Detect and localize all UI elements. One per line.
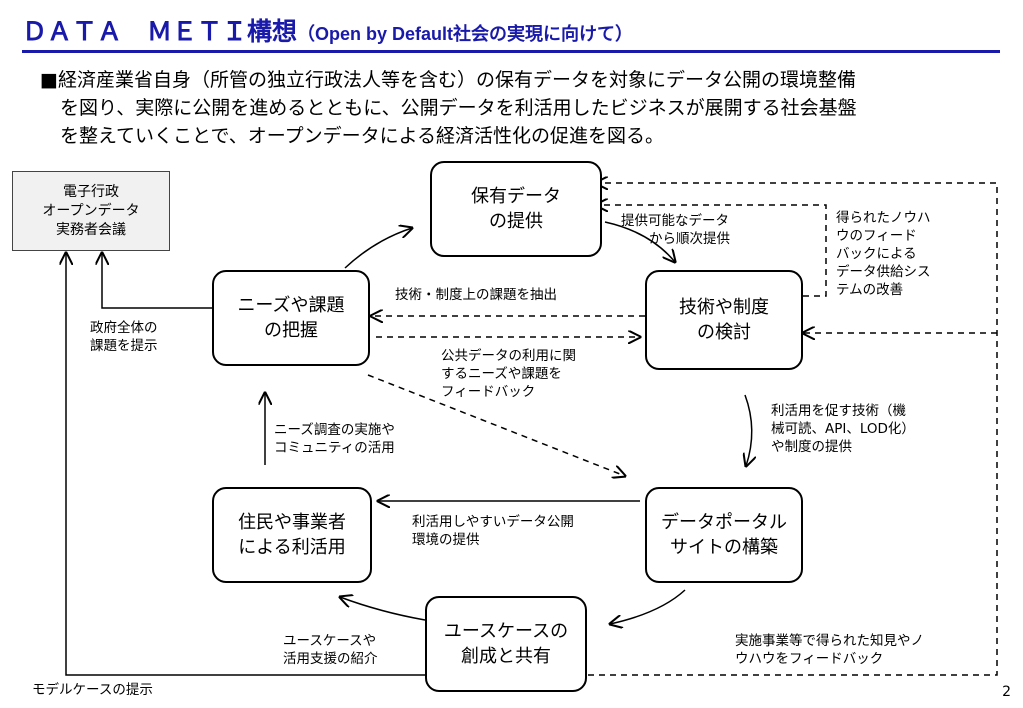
arrow-usecase-to-residents <box>340 597 426 621</box>
arrow-needs-to-meeting <box>102 253 212 309</box>
label-survey-line-1: ニーズ調査の実施や <box>274 422 395 438</box>
node-needs-line-1: ニーズや課題 <box>237 295 345 316</box>
label-promote-line-3: や制度の提供 <box>771 439 852 455</box>
page-number: 2 <box>1002 684 1011 700</box>
arrow-model-case <box>66 253 425 676</box>
label-knowhow-line-4: データ供給シス <box>836 264 931 280</box>
label-model-case: モデルケースの提示 <box>32 682 153 698</box>
label-promote-tech: 利活用を促す技術（機 械可読、API、LOD化） や制度の提供 <box>771 402 915 456</box>
label-promote-line-1: 利活用を促す技術（機 <box>771 403 906 419</box>
label-env-line-1: 利活用しやすいデータ公開 <box>412 514 574 530</box>
label-needs-feedback-line-3: フィードバック <box>441 384 536 400</box>
label-usecase-intro: ユースケースや 活用支援の紹介 <box>283 632 378 668</box>
label-needs-survey: ニーズ調査の実施や コミュニティの活用 <box>274 421 395 457</box>
title-main: ＤＡＴＡ ＭＥＴＩ構想 <box>22 17 298 46</box>
node-usecase: ユースケースの創成と共有 <box>425 596 587 692</box>
node-portal-line-1: データポータル <box>661 512 787 533</box>
egov-opendata-meeting-box: 電子行政 オープンデータ 実務者会議 <box>12 171 170 251</box>
label-knowhow-line-5: テムの改善 <box>836 282 904 298</box>
label-gov-issues-line-1: 政府全体の <box>90 320 158 336</box>
label-extract-issues: 技術・制度上の課題を抽出 <box>395 287 557 303</box>
label-field-feedback: 実施事業等で得られた知見やノ ウハウをフィードバック <box>735 632 924 668</box>
node-residents-line-2: による利活用 <box>238 537 346 558</box>
intro-line-3: を整えていくことで、オープンデータによる経済活性化の促進を図る。 <box>60 125 665 147</box>
node-data-portal: データポータルサイトの構築 <box>645 487 803 583</box>
node-provide-data: 保有データの提供 <box>430 161 602 257</box>
title-underline <box>22 50 1000 53</box>
node-portal-line-2: サイトの構築 <box>670 537 778 558</box>
label-env-line-2: 環境の提供 <box>412 532 480 548</box>
label-needs-feedback: 公共データの利用に関 するニーズや課題を フィードバック <box>441 347 576 401</box>
arrow-provide-to-tech <box>604 221 675 262</box>
node-residents-use: 住民や事業者による利活用 <box>212 487 372 583</box>
node-tech-line-1: 技術や制度 <box>679 297 769 318</box>
node-needs-line-2: の把握 <box>263 320 318 341</box>
meeting-line-1: 電子行政 <box>62 183 119 200</box>
label-provide-order-line-2: から順次提供 <box>649 231 730 247</box>
arrow-tech-to-portal <box>745 394 752 466</box>
label-gov-issues: 政府全体の 課題を提示 <box>90 319 158 355</box>
intro-line-1: ■経済産業省自身（所管の独立行政法人等を含む）の保有データを対象にデータ公開の環… <box>40 69 856 91</box>
label-field-feedback-line-2: ウハウをフィードバック <box>735 651 884 667</box>
label-field-feedback-line-1: 実施事業等で得られた知見やノ <box>735 633 924 649</box>
arrow-outer-feedback-loop <box>588 183 998 676</box>
node-residents-line-1: 住民や事業者 <box>238 512 346 533</box>
label-promote-line-2: 械可読、API、LOD化） <box>771 421 915 437</box>
arrow-knowhow-feedback <box>596 205 827 297</box>
label-knowhow-feedback: 得られたノウハ ウのフィード バックによる データ供給シス テムの改善 <box>836 209 931 299</box>
node-usecase-line-1: ユースケースの <box>443 621 569 642</box>
title-subtitle: （Open by Default社会の実現に向けて） <box>297 24 634 44</box>
label-intro-case-line-1: ユースケースや <box>283 633 377 649</box>
label-needs-feedback-line-2: するニーズや課題を <box>441 366 562 382</box>
label-needs-feedback-line-1: 公共データの利用に関 <box>441 348 576 364</box>
node-provide-line-1: 保有データ <box>471 186 561 207</box>
label-knowhow-line-3: バックによる <box>836 246 917 262</box>
node-provide-line-2: の提供 <box>489 211 543 232</box>
label-knowhow-line-2: ウのフィード <box>836 228 917 244</box>
node-needs-issues: ニーズや課題の把握 <box>212 270 370 366</box>
meeting-line-2: オープンデータ <box>42 202 140 219</box>
page-title: ＤＡＴＡ ＭＥＴＩ構想（Open by Default社会の実現に向けて） <box>22 12 633 48</box>
label-provide-order-line-1: 提供可能なデータ <box>621 213 729 229</box>
label-open-env: 利活用しやすいデータ公開 環境の提供 <box>412 513 574 549</box>
label-provide-order: 提供可能なデータ から順次提供 <box>621 212 730 248</box>
label-gov-issues-line-2: 課題を提示 <box>90 338 158 354</box>
label-knowhow-line-1: 得られたノウハ <box>836 210 931 226</box>
label-intro-case-line-2: 活用支援の紹介 <box>283 651 378 667</box>
intro-paragraph: ■経済産業省自身（所管の独立行政法人等を含む）の保有データを対象にデータ公開の環… <box>40 66 990 150</box>
node-tech-system: 技術や制度の検討 <box>645 270 803 370</box>
arrow-needs-to-portal-dashed <box>367 374 625 476</box>
arrow-portal-to-usecase <box>610 589 686 624</box>
node-tech-line-2: の検討 <box>697 322 751 343</box>
arrow-needs-to-provide <box>344 228 412 269</box>
label-survey-line-2: コミュニティの活用 <box>274 440 395 456</box>
meeting-line-3: 実務者会議 <box>55 221 126 238</box>
intro-line-2: を図り、実際に公開を進めるとともに、公開データを利活用したビジネスが展開する社会… <box>60 97 857 119</box>
node-usecase-line-2: 創成と共有 <box>460 646 551 667</box>
